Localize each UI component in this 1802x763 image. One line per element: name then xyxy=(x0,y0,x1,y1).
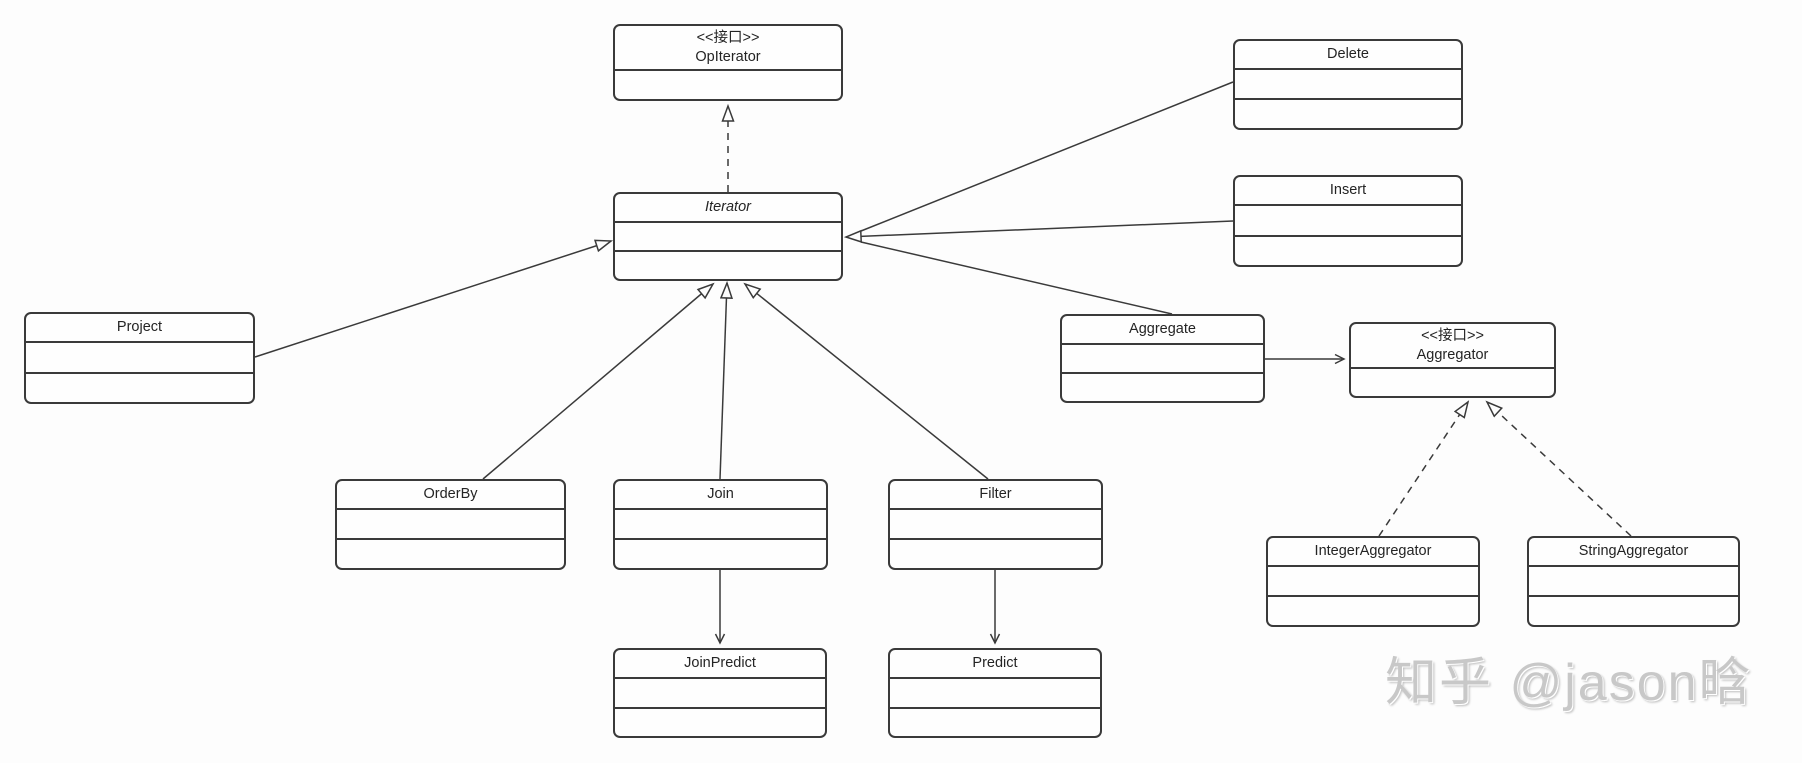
stereotype-label: <<接口>> xyxy=(1421,327,1484,344)
edge-delete-iterator-generalization xyxy=(860,81,1234,232)
class-name: Project xyxy=(116,319,163,336)
fields-compartment xyxy=(615,679,825,709)
class-name: Filter xyxy=(979,486,1012,503)
class-title: IntegerAggregator xyxy=(1268,538,1478,567)
class-title: Aggregate xyxy=(1062,316,1263,345)
fields-compartment xyxy=(890,510,1101,540)
class-title: Delete xyxy=(1235,41,1461,70)
class-box-join: Join xyxy=(613,479,828,570)
edge-stringaggregator-aggregator-realization xyxy=(1487,402,1632,537)
class-name: StringAggregator xyxy=(1578,543,1689,560)
class-box-iterator: Iterator xyxy=(613,192,843,281)
edge-join-iterator-generalization xyxy=(719,283,727,480)
class-name: Delete xyxy=(1327,46,1369,63)
class-title: OrderBy xyxy=(337,481,564,510)
class-box-predict: Predict xyxy=(888,648,1102,738)
methods-compartment xyxy=(615,540,826,568)
class-box-aggregator: <<接口>> Aggregator xyxy=(1349,322,1556,398)
methods-compartment xyxy=(1235,237,1461,266)
class-box-filter: Filter xyxy=(888,479,1103,570)
fields-compartment xyxy=(26,343,253,374)
class-box-insert: Insert xyxy=(1233,175,1463,267)
edge-aggregate-iterator-generalization xyxy=(860,241,1173,315)
class-box-project: Project xyxy=(24,312,255,404)
methods-compartment xyxy=(1235,100,1461,128)
fields-compartment xyxy=(1235,70,1461,100)
fields-compartment xyxy=(1235,206,1461,237)
class-title: StringAggregator xyxy=(1529,538,1738,567)
class-name: OrderBy xyxy=(423,486,478,503)
class-name: Join xyxy=(707,486,734,503)
edge-project-iterator-generalization xyxy=(254,241,611,358)
methods-compartment xyxy=(26,374,253,403)
class-box-joinpredict: JoinPredict xyxy=(613,648,827,738)
class-box-aggregate: Aggregate xyxy=(1060,314,1265,403)
stereotype-label: <<接口>> xyxy=(696,29,760,46)
class-name: IntegerAggregator xyxy=(1314,543,1432,560)
methods-compartment xyxy=(890,540,1101,568)
edge-filter-iterator-generalization xyxy=(745,284,989,480)
class-title: Iterator xyxy=(615,194,841,223)
methods-compartment xyxy=(1268,597,1478,625)
methods-compartment xyxy=(615,252,841,279)
edge-integeraggregator-aggregator-realization xyxy=(1378,402,1468,537)
members-compartment xyxy=(1351,369,1554,396)
methods-compartment xyxy=(337,540,564,568)
methods-compartment xyxy=(1529,597,1738,625)
class-name: Aggregate xyxy=(1129,321,1196,338)
edge-orderby-iterator-generalization xyxy=(482,284,713,480)
class-title: JoinPredict xyxy=(615,650,825,679)
class-box-delete: Delete xyxy=(1233,39,1463,130)
class-title: Join xyxy=(615,481,826,510)
class-box-stringaggregator: StringAggregator xyxy=(1527,536,1740,627)
class-box-integeraggregator: IntegerAggregator xyxy=(1266,536,1480,627)
members-compartment xyxy=(615,71,841,99)
edge-insert-iterator-generalization xyxy=(846,220,1234,237)
zhihu-watermark: 知乎 @jason晗 xyxy=(1385,654,1753,712)
class-name: JoinPredict xyxy=(684,655,756,672)
class-title: Project xyxy=(26,314,253,343)
fields-compartment xyxy=(890,679,1100,709)
class-title: Insert xyxy=(1235,177,1461,206)
fields-compartment xyxy=(1062,345,1263,374)
class-name: Iterator xyxy=(705,199,751,216)
class-title: <<接口>> OpIterator xyxy=(615,26,841,71)
fields-compartment xyxy=(1529,567,1738,597)
class-title: Filter xyxy=(890,481,1101,510)
class-title: <<接口>> Aggregator xyxy=(1351,324,1554,369)
class-title: Predict xyxy=(890,650,1100,679)
class-box-orderby: OrderBy xyxy=(335,479,566,570)
methods-compartment xyxy=(1062,374,1263,401)
fields-compartment xyxy=(337,510,564,540)
fields-compartment xyxy=(615,223,841,252)
class-name: Insert xyxy=(1329,182,1367,199)
class-name: OpIterator xyxy=(695,48,761,65)
methods-compartment xyxy=(615,709,825,737)
class-box-opiterator: <<接口>> OpIterator xyxy=(613,24,843,101)
fields-compartment xyxy=(615,510,826,540)
fields-compartment xyxy=(1268,567,1478,597)
class-name: Aggregator xyxy=(1416,346,1489,363)
class-name: Predict xyxy=(972,655,1018,672)
methods-compartment xyxy=(890,709,1100,737)
